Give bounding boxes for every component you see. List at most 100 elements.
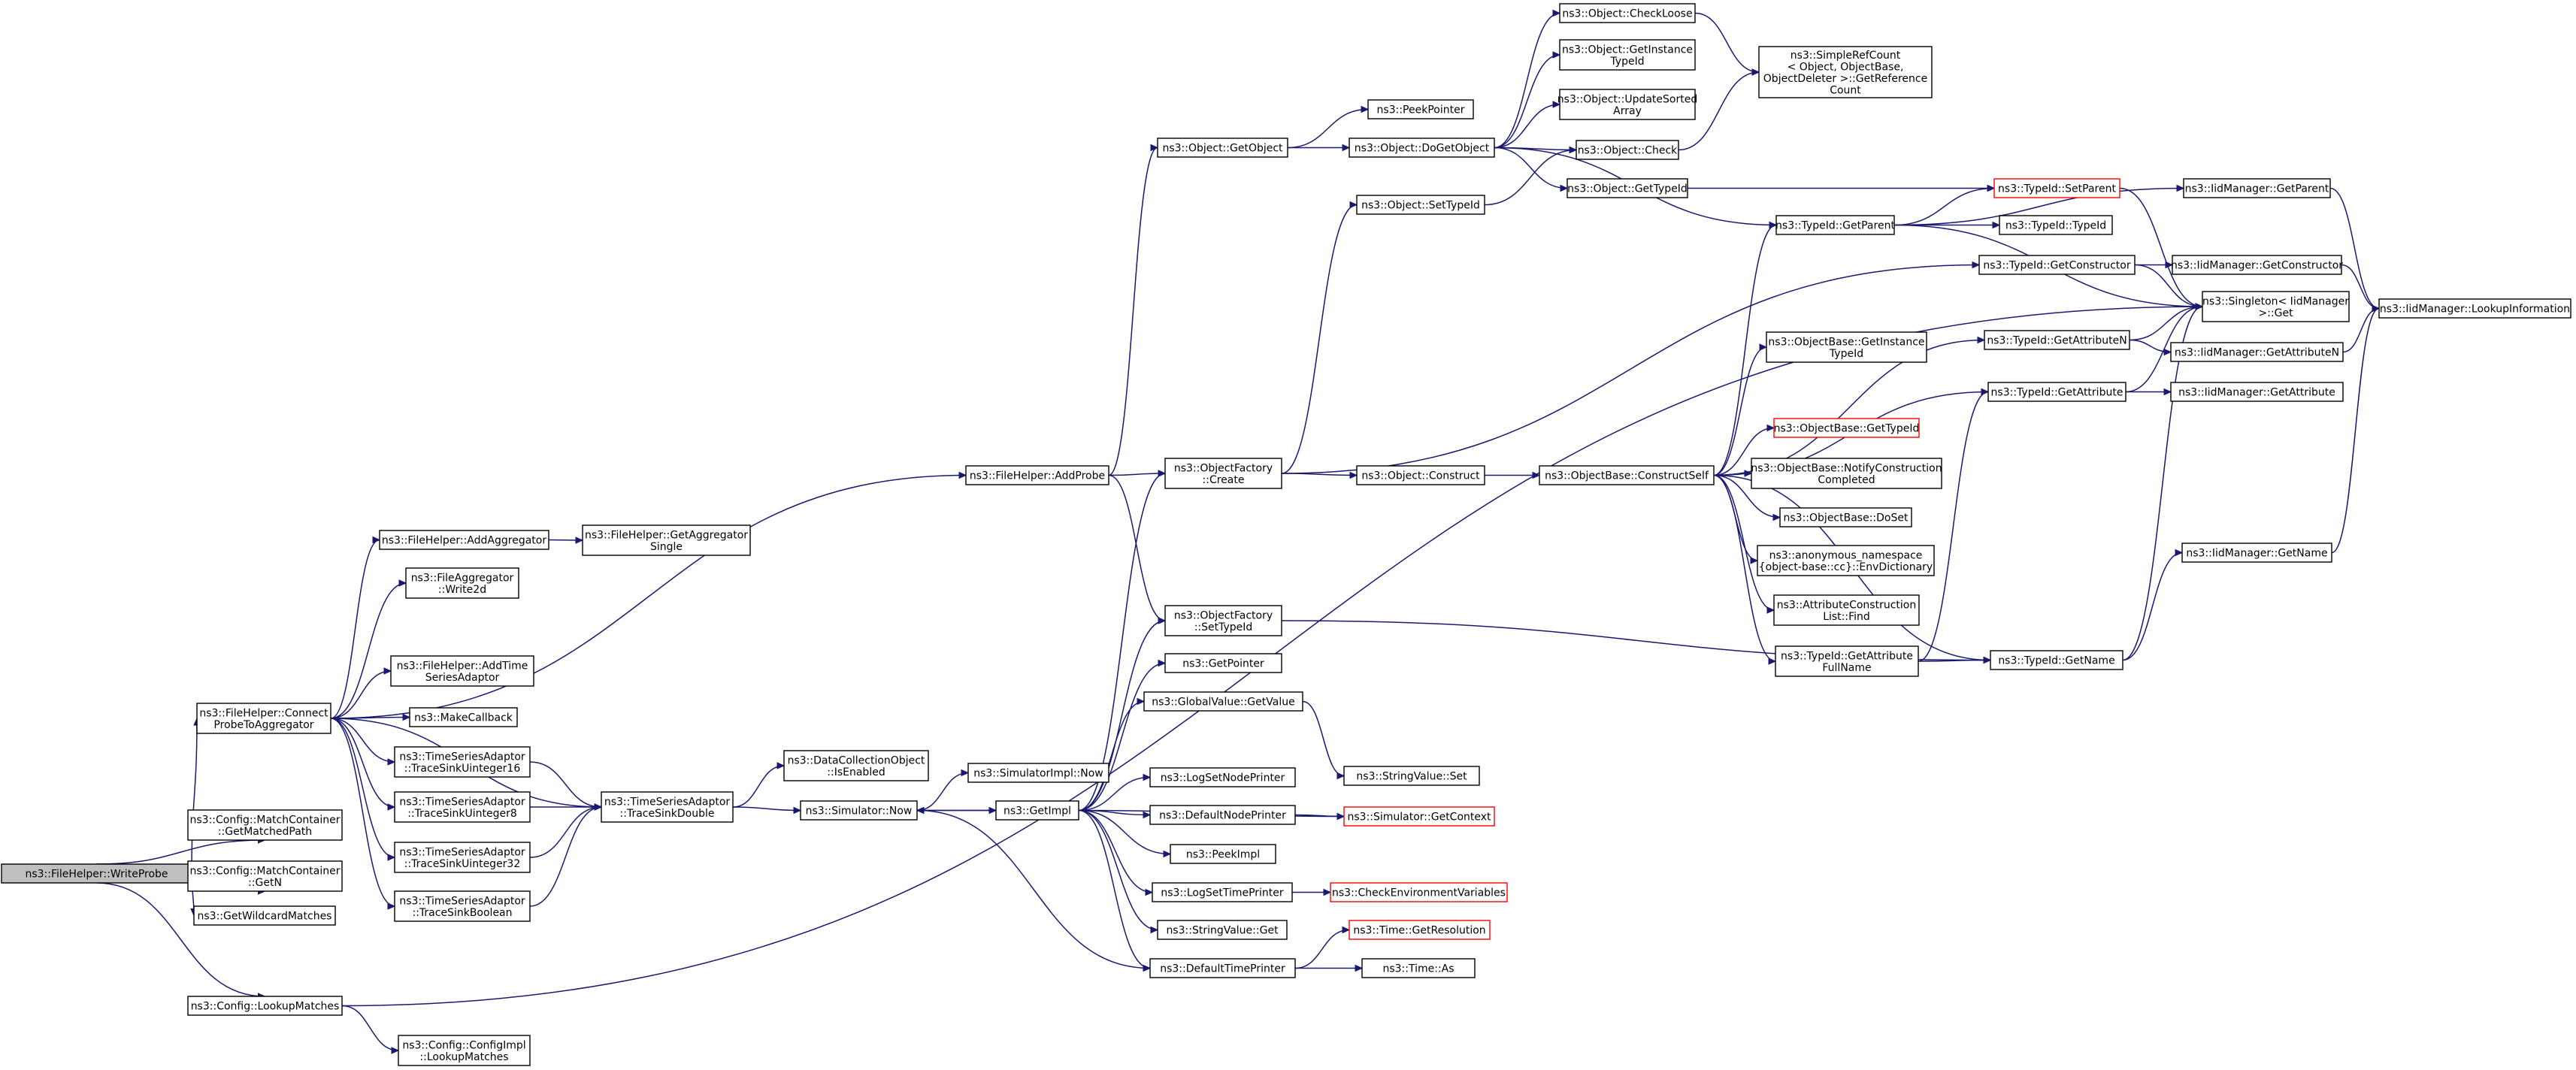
node-iidlookup[interactable]: ns3::IidManager::LookupInformation — [2378, 298, 2571, 319]
node-label: ::Write2d — [438, 584, 486, 596]
node-iidgetattrn[interactable]: ns3::IidManager::GetAttributeN — [2170, 342, 2344, 362]
node-mcgmp[interactable]: ns3::Config::MatchContainer::GetMatchedP… — [187, 809, 343, 841]
node-box — [187, 809, 343, 841]
node-ofcreate[interactable]: ns3::ObjectFactory::Create — [1164, 458, 1282, 489]
node-tidgetparent[interactable]: ns3::TypeId::GetParent — [1775, 215, 1895, 235]
node-checkenv[interactable]: ns3::CheckEnvironmentVariables — [1330, 882, 1508, 902]
node-doget[interactable]: ns3::Object::DoGetObject — [1349, 138, 1495, 158]
node-obnotify[interactable]: ns3::ObjectBase::NotifyConstructionCompl… — [1751, 458, 1942, 489]
node-logsettime[interactable]: ns3::LogSetTimePrinter — [1152, 882, 1293, 902]
node-gwm[interactable]: ns3::GetWildcardMatches — [193, 905, 336, 926]
node-box — [582, 524, 751, 556]
node-label: ns3::Object::GetObject — [1162, 143, 1283, 155]
node-gvgetvalue[interactable]: ns3::GlobalValue::GetValue — [1143, 691, 1303, 712]
edge-cptoa-to-addtsa — [330, 667, 392, 719]
node-tidgetattr[interactable]: ns3::TypeId::GetAttribute — [1987, 382, 2126, 402]
node-objcheck[interactable]: ns3::Object::Check — [1576, 140, 1679, 160]
node-label: ns3::ObjectBase::GetInstance — [1768, 336, 1924, 348]
node-box — [1984, 330, 2130, 350]
node-label: Completed — [1818, 474, 1875, 486]
node-box — [1149, 958, 1296, 978]
node-root[interactable]: ns3::FileHelper::WriteProbe — [1, 863, 192, 884]
node-objgetobj[interactable]: ns3::Object::GetObject — [1157, 138, 1288, 158]
node-tsdbl[interactable]: ns3::TimeSeriesAdaptor::TraceSinkDouble — [601, 791, 734, 823]
node-cptoa[interactable]: ns3::FileHelper::ConnectProbeToAggregato… — [196, 703, 331, 734]
node-obdoset[interactable]: ns3::ObjectBase::DoSet — [1779, 507, 1912, 527]
node-label: ns3::CheckEnvironmentVariables — [1332, 887, 1506, 899]
node-logsetnode[interactable]: ns3::LogSetNodePrinter — [1149, 767, 1296, 787]
node-peekimpl[interactable]: ns3::PeekImpl — [1170, 844, 1276, 864]
node-fa2d[interactable]: ns3::FileAggregator::Write2d — [405, 567, 519, 599]
node-tsu32[interactable]: ns3::TimeSeriesAdaptor::TraceSinkUintege… — [394, 842, 531, 873]
node-singleton[interactable]: ns3::Singleton< IidManager>::Get — [2202, 291, 2350, 322]
node-tidtid[interactable]: ns3::TypeId::TypeId — [1999, 215, 2113, 235]
node-dcoie[interactable]: ns3::DataCollectionObject::IsEnabled — [783, 750, 929, 781]
node-simplerc[interactable]: ns3::SimpleRefCount< Object, ObjectBase,… — [1758, 46, 1933, 98]
node-addagg[interactable]: ns3::FileHelper::AddAggregator — [379, 530, 549, 550]
node-simnow[interactable]: ns3::Simulator::Now — [800, 800, 918, 821]
edge-cptoa-to-tsu32 — [330, 718, 396, 861]
node-obgettid[interactable]: ns3::ObjectBase::GetTypeId — [1773, 418, 1920, 438]
node-svget[interactable]: ns3::StringValue::Get — [1157, 920, 1288, 940]
node-label: ns3::Object::Check — [1578, 145, 1678, 157]
node-mkcb[interactable]: ns3::MakeCallback — [409, 707, 518, 727]
node-mcgn[interactable]: ns3::Config::MatchContainer::GetN — [187, 860, 343, 892]
node-timegetres[interactable]: ns3::Time::GetResolution — [1349, 920, 1491, 940]
node-getpointer[interactable]: ns3::GetPointer — [1164, 653, 1282, 673]
node-simimplnow[interactable]: ns3::SimulatorImpl::Now — [967, 763, 1109, 783]
node-tsu8[interactable]: ns3::TimeSeriesAdaptor::TraceSinkUintege… — [394, 791, 531, 823]
node-box — [1164, 458, 1282, 489]
node-box — [1356, 195, 1485, 215]
node-box — [394, 746, 531, 778]
node-cfgilm[interactable]: ns3::Config::ConfigImpl::LookupMatches — [398, 1035, 531, 1066]
node-label: ns3::Config::MatchContainer — [190, 865, 341, 877]
node-objsettid[interactable]: ns3::Object::SetTypeId — [1356, 195, 1485, 215]
edge-iidgetname-to-iidlookup — [2331, 304, 2381, 554]
node-ofsettid[interactable]: ns3::ObjectFactory::SetTypeId — [1164, 605, 1282, 636]
node-cfglm[interactable]: ns3::Config::LookupMatches — [187, 996, 343, 1016]
node-tidsetparent[interactable]: ns3::TypeId::SetParent — [1993, 178, 2120, 198]
node-iidgetname[interactable]: ns3::IidManager::GetName — [2181, 543, 2332, 563]
node-label: TypeId — [1829, 348, 1863, 360]
node-defnode[interactable]: ns3::DefaultNodePrinter — [1149, 805, 1296, 825]
node-envdict[interactable]: ns3::anonymous_namespace{object-base::cc… — [1757, 545, 1935, 576]
node-box — [2378, 298, 2571, 319]
node-label: ::SetTypeId — [1194, 621, 1253, 633]
node-objgettid[interactable]: ns3::Object::GetTypeId — [1566, 178, 1688, 198]
node-tidgetattrn[interactable]: ns3::TypeId::GetAttributeN — [1984, 330, 2130, 350]
node-addprobe[interactable]: ns3::FileHelper::AddProbe — [965, 465, 1109, 485]
edge-root-to-cptoa — [191, 717, 201, 874]
node-svset[interactable]: ns3::StringValue::Set — [1343, 766, 1480, 786]
node-box — [1343, 766, 1480, 786]
node-checkloose[interactable]: ns3::Object::CheckLoose — [1559, 3, 1696, 23]
node-timeas[interactable]: ns3::Time::As — [1361, 958, 1476, 978]
node-label: {object-base::cc}::EnvDictionary — [1759, 561, 1933, 573]
edge-logsettime-to-checkenv — [1292, 888, 1332, 896]
node-iidgetattr[interactable]: ns3::IidManager::GetAttribute — [2170, 382, 2344, 402]
node-iidgetparent[interactable]: ns3::IidManager::GetParent — [2183, 178, 2331, 198]
node-tsbool[interactable]: ns3::TimeSeriesAdaptor::TraceSinkBoolean — [394, 890, 531, 922]
node-simgetctx[interactable]: ns3::Simulator::GetContext — [1343, 806, 1495, 827]
edge-getimpl-to-gvgetvalue — [1078, 697, 1146, 812]
node-objconstruct[interactable]: ns3::Object::Construct — [1356, 465, 1485, 485]
node-label: ns3::ObjectFactory — [1174, 462, 1273, 474]
node-obconstructself[interactable]: ns3::ObjectBase::ConstructSelf — [1539, 465, 1715, 485]
node-peekptr[interactable]: ns3::PeekPointer — [1367, 99, 1474, 119]
node-box — [1751, 458, 1942, 489]
node-iidgetctor[interactable]: ns3::IidManager::GetConstructor — [2171, 255, 2343, 275]
node-getimpl[interactable]: ns3::GetImpl — [995, 800, 1079, 821]
node-deftime[interactable]: ns3::DefaultTimePrinter — [1149, 958, 1296, 978]
edge-cptoa-to-addagg — [330, 536, 381, 719]
node-tidgetctor[interactable]: ns3::TypeId::GetConstructor — [1978, 255, 2136, 275]
node-label: ns3::Config::MatchContainer — [190, 814, 341, 826]
node-tidgetname[interactable]: ns3::TypeId::GetName — [1990, 650, 2123, 670]
node-tsu16[interactable]: ns3::TimeSeriesAdaptor::TraceSinkUintege… — [394, 746, 531, 778]
